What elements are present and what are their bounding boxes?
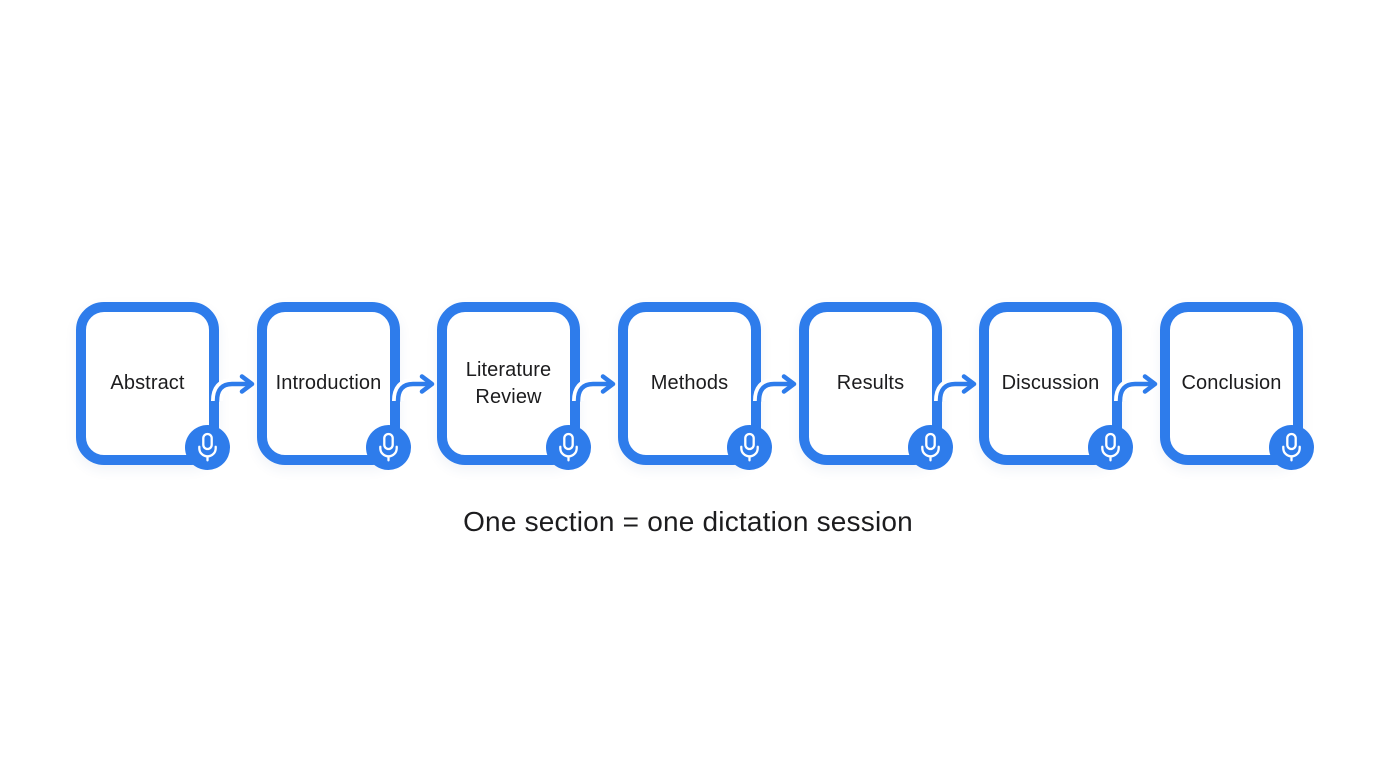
connector-arrow [572, 374, 616, 404]
step-label: Literature Review [465, 358, 552, 408]
mic-badge [1269, 425, 1314, 470]
step-box-literature-review: Literature Review [437, 302, 591, 470]
step-label: Discussion [1001, 372, 1100, 394]
connector-arrow [392, 374, 435, 404]
microphone-icon [740, 432, 759, 462]
microphone-icon [1282, 432, 1301, 462]
step-label: Methods [650, 372, 729, 394]
mic-badge [366, 425, 411, 470]
connector-arrow [753, 374, 797, 404]
step-box-introduction: Introduction [257, 302, 411, 470]
microphone-icon [559, 432, 578, 462]
microphone-icon [198, 432, 217, 462]
step-box-abstract: Abstract [76, 302, 230, 470]
step-label: Introduction [275, 372, 382, 394]
step-box-discussion: Discussion [979, 302, 1133, 470]
mic-badge [727, 425, 772, 470]
caption: One section = one dictation session [463, 506, 913, 537]
microphone-icon [1101, 432, 1120, 462]
step-label: Abstract [110, 372, 185, 394]
microphone-icon [379, 432, 398, 462]
connector-arrow [211, 374, 255, 404]
step-box-methods: Methods [618, 302, 772, 470]
mic-badge [908, 425, 953, 470]
mic-badge [185, 425, 230, 470]
mic-badge [546, 425, 591, 470]
connector-arrow [934, 374, 977, 404]
step-box-conclusion: Conclusion [1160, 302, 1314, 470]
microphone-icon [921, 432, 940, 462]
step-box-results: Results [799, 302, 953, 470]
step-label: Conclusion [1181, 372, 1282, 394]
connector-arrow [1114, 374, 1158, 404]
mic-badge [1088, 425, 1133, 470]
step-label: Results [836, 372, 905, 394]
